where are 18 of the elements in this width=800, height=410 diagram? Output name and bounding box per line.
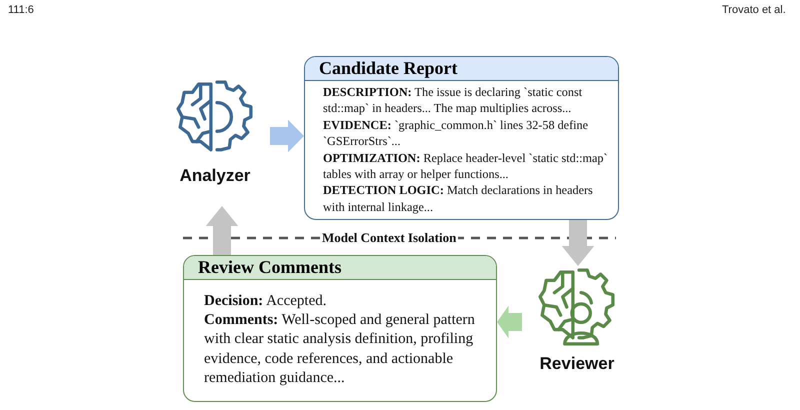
- card: [304, 56, 619, 220]
- block-arrow: [206, 206, 238, 255]
- card-paragraph: EVIDENCE: `graphic_common.h` lines 32-58 define `GSErrorStrs`...: [322, 116, 590, 150]
- card-paragraph: DETECTION LOGIC: Match declarations in headers with internal linkage...: [322, 182, 594, 216]
- author-header: Trovato et al.: [722, 4, 786, 16]
- block-arrow: [497, 306, 522, 338]
- block-arrow: [270, 120, 304, 152]
- block-arrow: [562, 220, 594, 266]
- card-header: Review Comments: [184, 256, 496, 280]
- card-paragraph: Decision: Accepted.: [203, 292, 328, 311]
- card-paragraph: OPTIMIZATION: Replace header-level `static std::map` tables with array or helper functions...: [322, 150, 609, 182]
- card-paragraph: Comments: Well-scoped and general pattern with clear static analysis definition, profiling evidence, code references, and actionable remediation guidance...: [203, 311, 476, 388]
- page-number: 111:6: [8, 4, 34, 16]
- card-header: Candidate Report: [305, 57, 618, 81]
- agent-label: Analyzer: [180, 166, 250, 186]
- card-paragraph: DESCRIPTION: The issue is declaring `static const std::map` in headers... The map multiplies across...: [322, 84, 584, 117]
- card: [183, 255, 497, 402]
- agent-label: Reviewer: [540, 354, 614, 374]
